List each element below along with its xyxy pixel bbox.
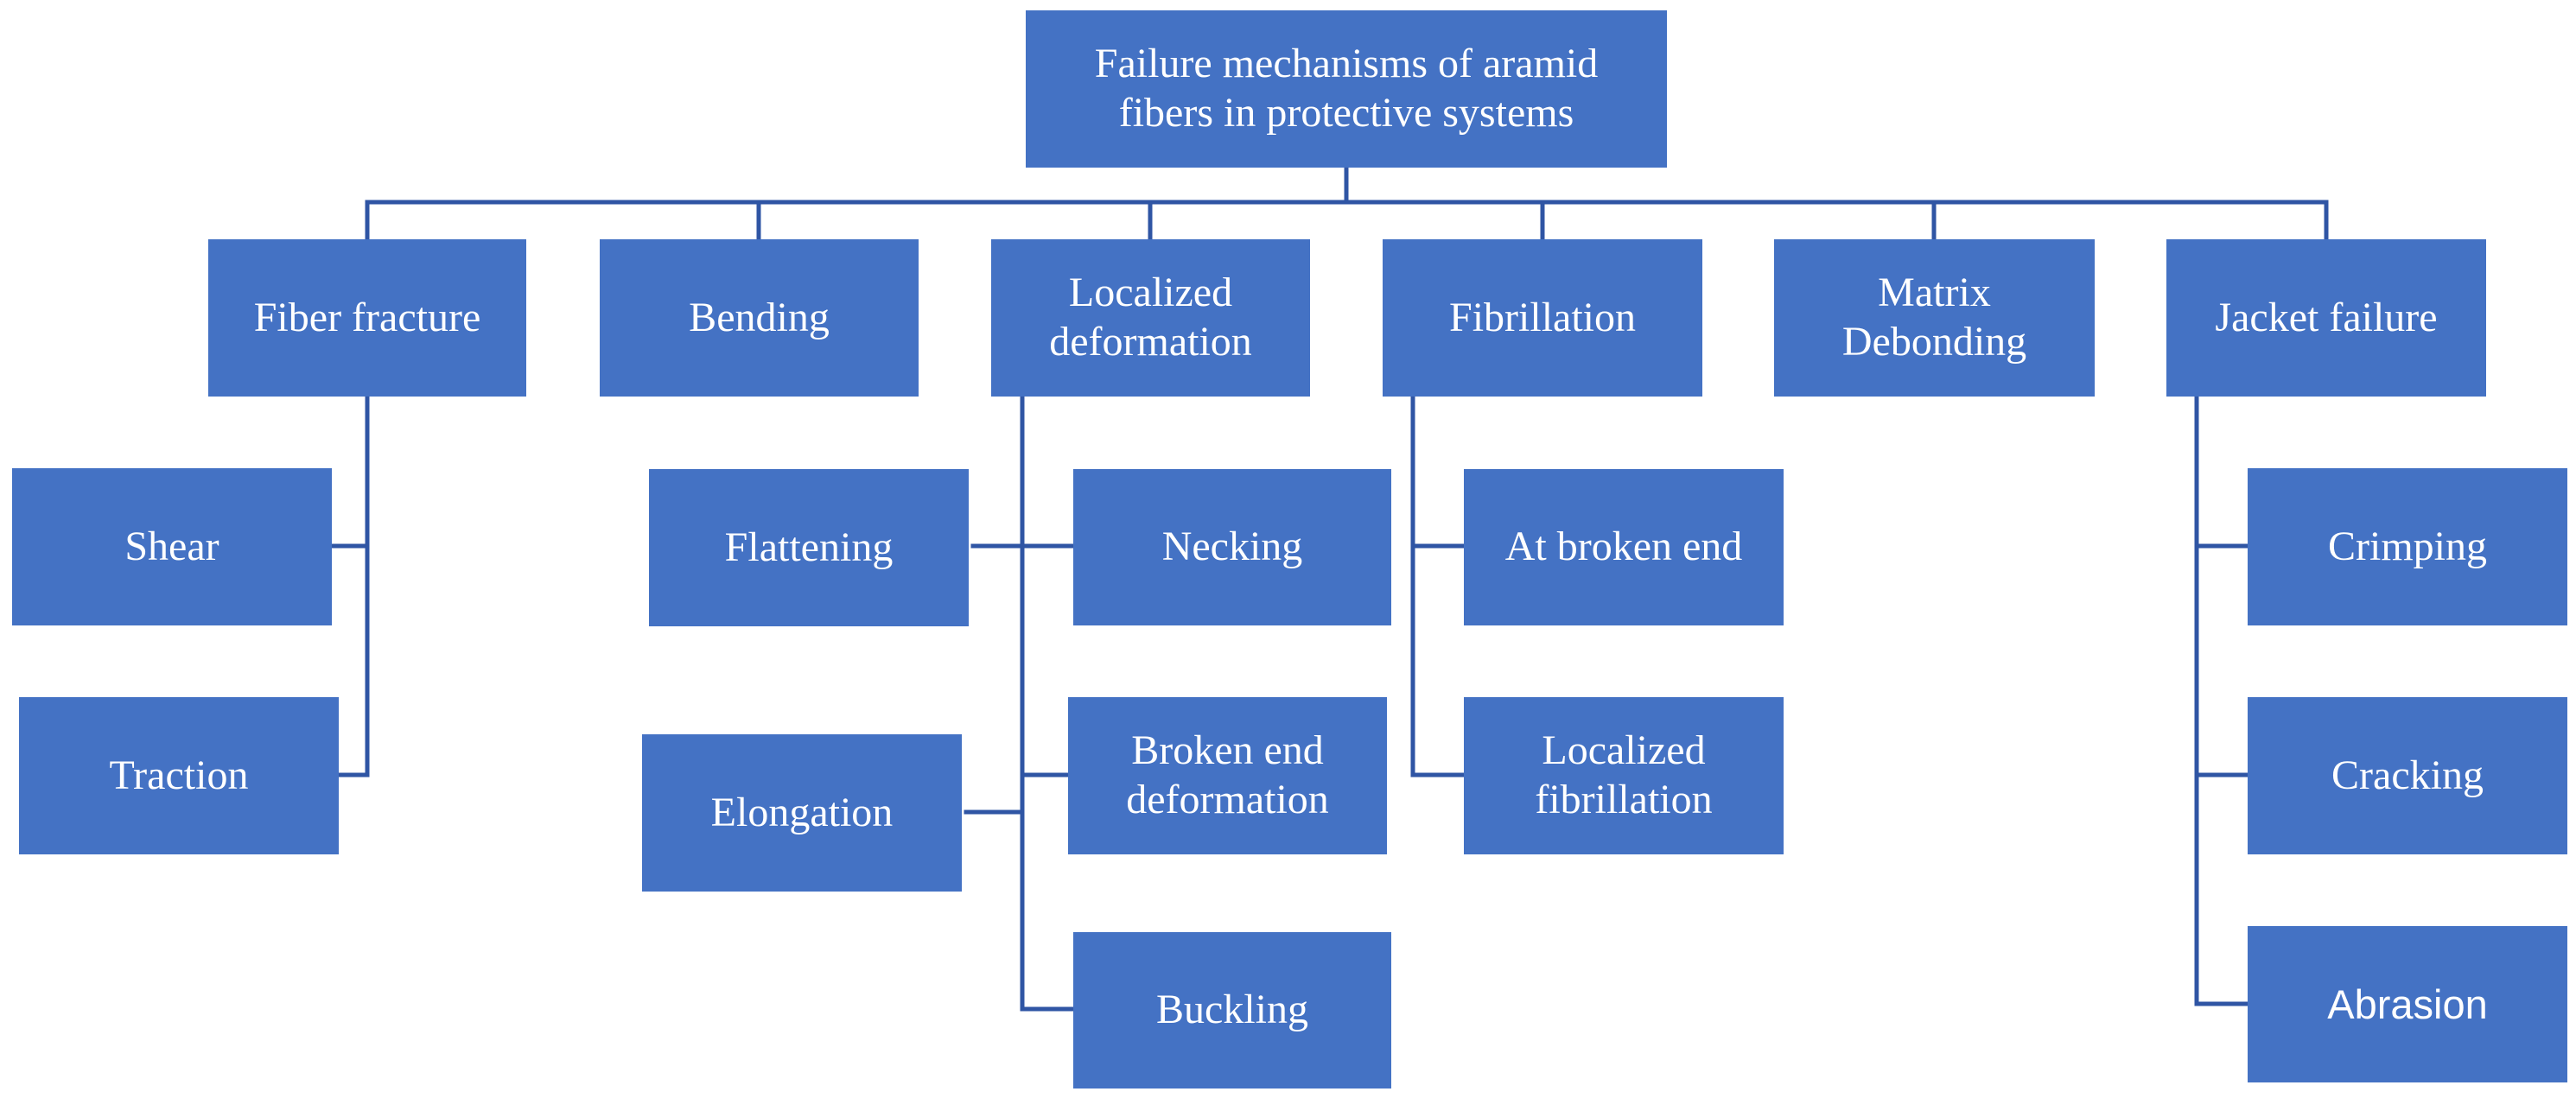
subitem-label: At broken end bbox=[1504, 524, 1743, 570]
subitem-label: Cracking bbox=[2331, 752, 2484, 798]
category-label: Matrix Debonding bbox=[1841, 270, 2027, 365]
subitem-label: Abrasion bbox=[2327, 981, 2488, 1027]
subitem-localized-fibrillation: Localized fibrillation bbox=[1464, 697, 1784, 854]
category-localized-deformation: Localized deformation bbox=[991, 239, 1310, 397]
subitem-label: Elongation bbox=[710, 789, 894, 835]
category-label: Fibrillation bbox=[1449, 294, 1636, 340]
root-node: Failure mechanisms of aramid fibers in p… bbox=[1026, 10, 1667, 168]
subitem-label: Crimping bbox=[2327, 523, 2487, 569]
subitem-at-broken-end: At broken end bbox=[1464, 469, 1784, 625]
category-label: Localized deformation bbox=[1049, 270, 1252, 365]
subitem-label: Localized fibrillation bbox=[1535, 727, 1713, 822]
subitem-crimping: Crimping bbox=[2248, 468, 2567, 625]
subitem-label: Necking bbox=[1161, 524, 1303, 570]
subitem-broken-end-deformation: Broken end deformation bbox=[1068, 697, 1387, 854]
category-matrix-debonding: Matrix Debonding bbox=[1774, 239, 2095, 397]
subitem-label: Broken end deformation bbox=[1126, 727, 1329, 822]
category-label: Fiber fracture bbox=[253, 294, 481, 340]
category-fibrillation: Fibrillation bbox=[1383, 239, 1702, 397]
subitem-buckling: Buckling bbox=[1073, 932, 1391, 1088]
root-label: Failure mechanisms of aramid fibers in p… bbox=[1094, 41, 1599, 136]
subitem-flattening: Flattening bbox=[649, 469, 969, 626]
subitem-label: Shear bbox=[124, 523, 219, 569]
subitem-label: Flattening bbox=[724, 524, 894, 570]
subitem-shear: Shear bbox=[12, 468, 332, 625]
subitem-necking: Necking bbox=[1073, 469, 1391, 625]
subitem-label: Buckling bbox=[1156, 987, 1308, 1033]
category-fiber-fracture: Fiber fracture bbox=[208, 239, 526, 397]
category-label: Jacket failure bbox=[2215, 294, 2438, 340]
category-label: Bending bbox=[689, 294, 830, 340]
subitem-abrasion: Abrasion bbox=[2248, 926, 2567, 1082]
category-bending: Bending bbox=[600, 239, 919, 397]
subitem-traction: Traction bbox=[19, 697, 339, 854]
subitem-elongation: Elongation bbox=[642, 734, 962, 892]
subitem-cracking: Cracking bbox=[2248, 697, 2567, 854]
category-jacket-failure: Jacket failure bbox=[2166, 239, 2486, 397]
subitem-label: Traction bbox=[109, 752, 249, 798]
